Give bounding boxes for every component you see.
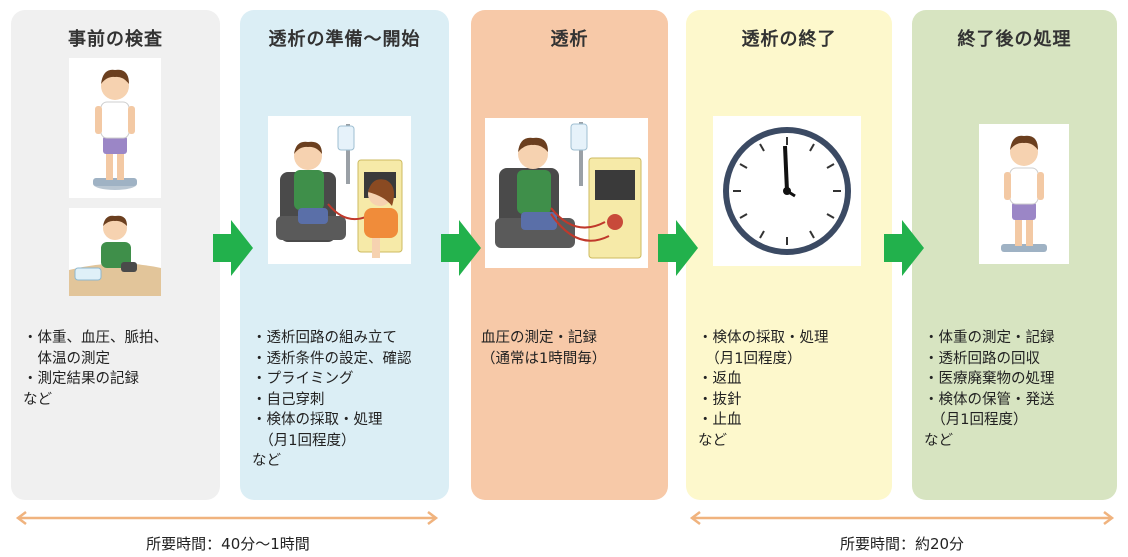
step-line: （月1回程度）	[924, 412, 1028, 428]
step-line: など	[924, 432, 953, 449]
span-arrow-icon	[689, 511, 1115, 525]
step-line: ・検体の保管・発送	[924, 391, 1055, 408]
step-line: ・体重、血圧、脈拍、	[23, 330, 168, 346]
step-description: ・体重、血圧、脈拍、 体温の測定 ・測定結果の記録 など	[23, 328, 212, 410]
step-line: ・止血	[698, 412, 742, 428]
step-line: ・検体の採取・処理	[698, 330, 829, 346]
step-line: など	[698, 432, 727, 449]
step-panel-end-dialysis: 透析の終了	[686, 10, 892, 500]
step-line: （月1回程度）	[698, 350, 802, 367]
step-description: ・体重の測定・記録 ・透析回路の回収 ・医療廃棄物の処理 ・検体の保管・発送 （…	[924, 328, 1109, 451]
step-line: ・透析回路の回収	[924, 350, 1040, 367]
step-line: ・透析回路の組み立て	[252, 330, 397, 346]
step-panel-preparation: 透析の準備〜開始 ・透析回路の組み立て	[240, 10, 449, 500]
step-description: 血圧の測定・記録 （通常は1時間毎）	[481, 328, 660, 369]
step-line: ・体重の測定・記録	[924, 330, 1055, 346]
dialysis-setup-icon	[268, 116, 411, 264]
blood-pressure-icon	[69, 208, 161, 296]
step-line: ・測定結果の記録	[23, 371, 139, 387]
step-line: ・抜針	[698, 391, 742, 408]
duration-label: 所要時間：40分〜1時間	[146, 535, 310, 553]
span-arrow-icon	[15, 511, 439, 525]
step-description: ・検体の採取・処理 （月1回程度） ・返血 ・抜針 ・止血 など	[698, 328, 884, 451]
step-description: ・透析回路の組み立て ・透析条件の設定、確認 ・プライミング ・自己穿刺 ・検体…	[252, 328, 441, 472]
step-title: 事前の検査	[68, 29, 163, 50]
step-line: ・返血	[698, 371, 742, 387]
step-line: など	[23, 391, 52, 408]
flow-arrow-icon	[884, 220, 924, 276]
step-line: ・医療廃棄物の処理	[924, 371, 1055, 387]
step-line: 血圧の測定・記録	[481, 330, 597, 346]
step-panel-dialysis: 透析 血圧の測定・記録 （通常は1時間毎）	[471, 10, 668, 500]
step-title: 終了後の処理	[957, 29, 1072, 50]
step-panel-pre-check: 事前の検査	[11, 10, 220, 500]
flow-arrow-icon	[213, 220, 253, 276]
step-line: ・検体の採取・処理	[252, 412, 383, 428]
step-line: （月1回程度）	[252, 432, 356, 449]
person-on-scale-icon	[979, 124, 1069, 264]
step-title: 透析	[550, 29, 589, 50]
duration-label: 所要時間：約20分	[839, 535, 965, 553]
step-title: 透析の準備〜開始	[268, 29, 421, 50]
step-line: 体温の測定	[23, 350, 110, 367]
clock-icon	[713, 116, 861, 266]
person-on-scale-icon	[69, 58, 161, 198]
step-title: 透析の終了	[741, 29, 837, 50]
flow-arrow-icon	[441, 220, 481, 276]
step-line: （通常は1時間毎）	[481, 350, 607, 367]
step-line: など	[252, 453, 281, 469]
dialysis-patient-icon	[485, 118, 648, 268]
step-line: ・プライミング	[252, 371, 354, 387]
step-line: ・透析条件の設定、確認	[252, 350, 412, 367]
step-line: ・自己穿刺	[252, 391, 325, 408]
step-panel-post-processing: 終了後の処理 ・体重の測定・記録 ・透析回路の回収 ・医療廃棄物の処理 ・検体の…	[912, 10, 1117, 500]
flow-arrow-icon	[658, 220, 698, 276]
